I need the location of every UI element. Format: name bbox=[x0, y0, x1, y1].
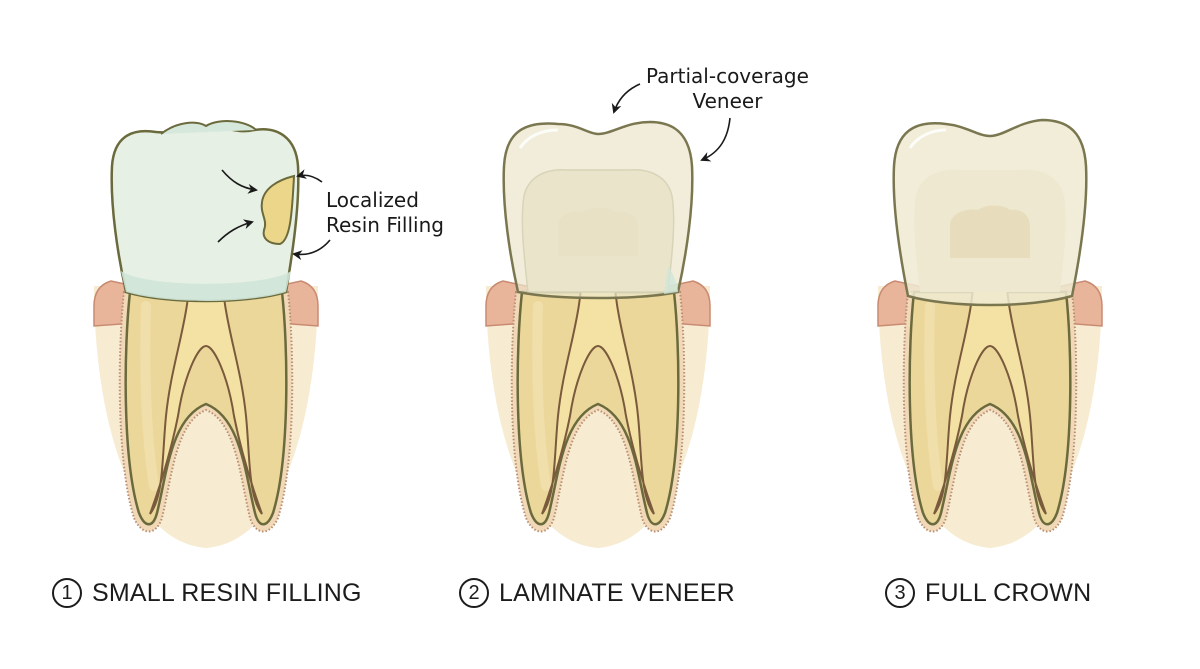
veneer-callout: Partial-coverage Veneer bbox=[646, 64, 809, 114]
panel-title-3: FULL CROWN bbox=[925, 578, 1092, 607]
tooth-full-crown bbox=[878, 118, 1102, 548]
veneer-callout-line2: Veneer bbox=[692, 89, 763, 113]
resin-filling bbox=[260, 174, 296, 246]
resin-filling-callout: Localized Resin Filling bbox=[326, 188, 444, 238]
resin-arrows bbox=[217, 169, 331, 261]
step-number-1: 1 bbox=[52, 578, 82, 608]
panel-label-1: 1 SMALL RESIN FILLING bbox=[52, 573, 362, 613]
step-number-2: 2 bbox=[459, 578, 489, 608]
panel-label-3: 3 FULL CROWN bbox=[885, 573, 1091, 613]
veneer-shell bbox=[502, 120, 694, 300]
veneer-arrows bbox=[611, 83, 731, 162]
panel-title-2: LAMINATE VENEER bbox=[499, 578, 735, 607]
resin-callout-line2: Resin Filling bbox=[326, 213, 444, 237]
resin-callout-line1: Localized bbox=[326, 188, 419, 212]
tooth-laminate-veneer bbox=[486, 120, 710, 548]
tooth-small-resin-filling bbox=[94, 120, 318, 548]
veneer-callout-line1: Partial-coverage bbox=[646, 64, 809, 88]
step-number-3: 3 bbox=[885, 578, 915, 608]
panel-label-2: 2 LAMINATE VENEER bbox=[459, 573, 735, 613]
panel-title-1: SMALL RESIN FILLING bbox=[92, 578, 362, 607]
